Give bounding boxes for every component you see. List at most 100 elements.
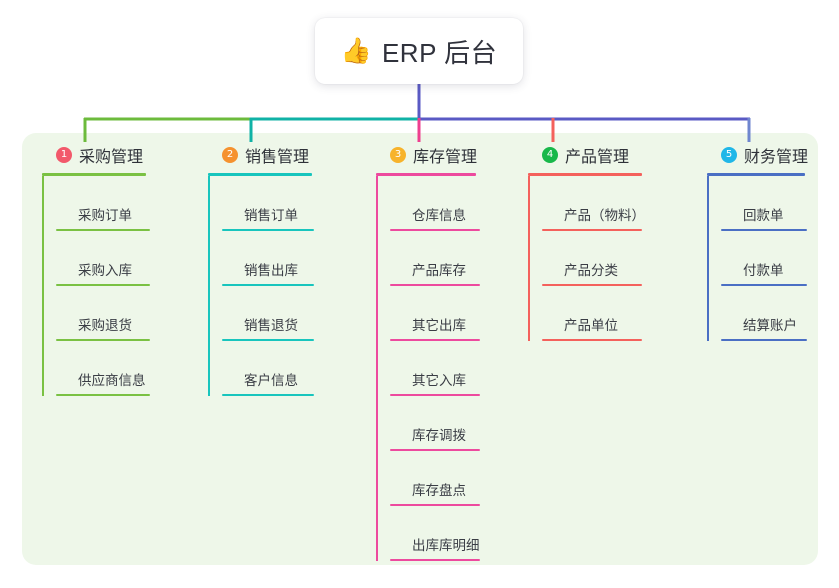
branch-item-label: 库存调拨	[412, 428, 466, 443]
branch-item-rule	[390, 559, 480, 561]
branches-panel	[22, 133, 818, 565]
branch-item-rule	[542, 339, 642, 341]
branch-spine	[42, 176, 44, 396]
branch-items: 销售订单销售出库销售退货客户信息	[208, 176, 314, 396]
branch-item-label: 供应商信息	[78, 373, 146, 388]
root-title: ERP 后台	[381, 37, 498, 68]
branch-item-label: 产品库存	[412, 263, 466, 278]
branch-item-label: 产品单位	[564, 318, 618, 333]
branch-column-1: 1 采购管理采购订单采购入库采购退货供应商信息	[42, 144, 150, 396]
branch-header-rule	[528, 173, 642, 176]
branch-items: 产品（物料） 产品分类产品单位	[528, 176, 645, 341]
branch-column-2: 2 销售管理销售订单销售出库销售退货客户信息	[208, 144, 314, 396]
branch-item-rule	[390, 339, 480, 341]
branch-item-rule	[56, 284, 150, 286]
branch-item-rule	[56, 394, 150, 396]
branch-item[interactable]: 产品库存	[390, 231, 480, 286]
branch-item-rule	[56, 339, 150, 341]
branch-column-3: 3 库存管理仓库信息产品库存其它出库其它入库库存调拨库存盘点出库库明细	[376, 144, 480, 561]
branch-item-rule	[721, 284, 807, 286]
branch-item[interactable]: 仓库信息	[390, 176, 480, 231]
branch-number-badge: 1	[56, 147, 72, 163]
branch-item-rule	[390, 394, 480, 396]
branch-item-label: 销售订单	[244, 208, 298, 223]
branch-item-label: 回款单	[743, 208, 784, 223]
branch-item[interactable]: 采购退货	[56, 286, 150, 341]
branch-item[interactable]: 产品单位	[542, 286, 642, 341]
branch-item-label: 采购入库	[78, 263, 132, 278]
branch-item[interactable]: 采购入库	[56, 231, 150, 286]
branch-title: 产品管理	[565, 149, 630, 166]
branch-item[interactable]: 采购订单	[56, 176, 150, 231]
branch-item-label: 结算账户	[743, 318, 797, 333]
branch-title: 采购管理	[79, 149, 144, 166]
branch-item-label: 出库库明细	[412, 538, 480, 553]
branch-header-2[interactable]: 2 销售管理	[208, 144, 312, 166]
branch-item[interactable]: 产品（物料）	[542, 176, 645, 231]
root-node[interactable]: 👍 ERP 后台	[315, 18, 523, 84]
branch-item-label: 仓库信息	[412, 208, 466, 223]
branch-item-rule	[222, 284, 314, 286]
branch-number-badge: 2	[222, 147, 238, 163]
branch-item[interactable]: 库存盘点	[390, 451, 480, 506]
branch-item-label: 产品（物料）	[564, 208, 645, 223]
branch-item-rule	[390, 284, 480, 286]
branch-items: 仓库信息产品库存其它出库其它入库库存调拨库存盘点出库库明细	[376, 176, 480, 561]
branch-item-rule	[222, 229, 314, 231]
branch-header-rule	[208, 173, 312, 176]
branch-number-badge: 5	[721, 147, 737, 163]
branch-item-rule	[390, 504, 480, 506]
branch-item-label: 采购退货	[78, 318, 132, 333]
branch-item[interactable]: 客户信息	[222, 341, 314, 396]
branch-spine	[707, 176, 709, 341]
branch-item-rule	[390, 449, 480, 451]
branch-item-rule	[721, 339, 807, 341]
branch-number-badge: 4	[542, 147, 558, 163]
branch-item-label: 付款单	[743, 263, 784, 278]
branch-item-label: 销售退货	[244, 318, 298, 333]
branch-spine	[208, 176, 210, 396]
branch-item-label: 采购订单	[78, 208, 132, 223]
branch-item-rule	[222, 394, 314, 396]
branch-item-rule	[721, 229, 807, 231]
branch-header-1[interactable]: 1 采购管理	[42, 144, 146, 166]
branch-header-rule	[42, 173, 146, 176]
branch-items: 回款单付款单结算账户	[707, 176, 808, 341]
branch-item[interactable]: 其它出库	[390, 286, 480, 341]
branch-item-label: 库存盘点	[412, 483, 466, 498]
branch-item[interactable]: 结算账户	[721, 286, 808, 341]
branch-item[interactable]: 付款单	[721, 231, 808, 286]
branch-item[interactable]: 销售退货	[222, 286, 314, 341]
branch-item-rule	[542, 229, 642, 231]
branch-item-label: 销售出库	[244, 263, 298, 278]
branch-item-label: 产品分类	[564, 263, 618, 278]
branch-item-rule	[56, 229, 150, 231]
branch-item[interactable]: 出库库明细	[390, 506, 480, 561]
branch-header-4[interactable]: 4 产品管理	[528, 144, 642, 166]
branch-spine	[376, 176, 378, 561]
branch-column-4: 4 产品管理产品（物料） 产品分类产品单位	[528, 144, 645, 341]
branch-item[interactable]: 供应商信息	[56, 341, 150, 396]
branch-item-rule	[542, 284, 642, 286]
branch-header-rule	[707, 173, 805, 176]
branch-item[interactable]: 库存调拨	[390, 396, 480, 451]
branch-header-3[interactable]: 3 库存管理	[376, 144, 477, 166]
branch-item[interactable]: 销售订单	[222, 176, 314, 231]
branch-item-rule	[390, 229, 480, 231]
branch-items: 采购订单采购入库采购退货供应商信息	[42, 176, 150, 396]
branch-spine	[528, 176, 530, 341]
branch-title: 销售管理	[245, 149, 310, 166]
branch-item[interactable]: 产品分类	[542, 231, 642, 286]
branch-number-badge: 3	[390, 147, 406, 163]
branch-item-label: 其它出库	[412, 318, 466, 333]
branch-item[interactable]: 销售出库	[222, 231, 314, 286]
branch-title: 库存管理	[413, 149, 478, 166]
branch-item[interactable]: 其它入库	[390, 341, 480, 396]
branch-item-label: 其它入库	[412, 373, 466, 388]
branch-item-rule	[222, 339, 314, 341]
branch-item[interactable]: 回款单	[721, 176, 808, 231]
